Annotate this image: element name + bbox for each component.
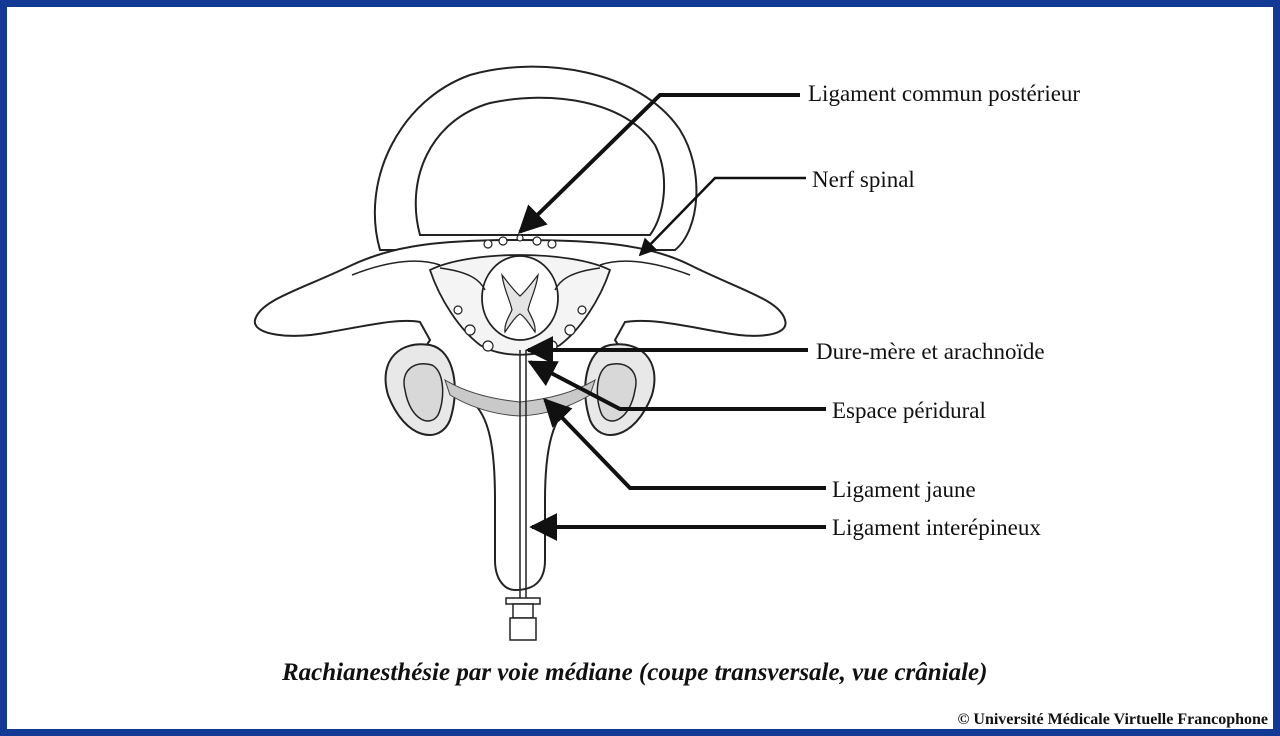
label-nerf-spinal: Nerf spinal (812, 168, 915, 191)
label-ligament-commun-posterieur: Ligament commun postérieur (808, 82, 1080, 105)
vertebral-body (375, 67, 697, 250)
figure-caption: Rachianesthésie par voie médiane (coupe … (282, 660, 987, 685)
label-ligament-jaune: Ligament jaune (832, 478, 976, 501)
label-dure-mere: Dure-mère et arachnoïde (816, 340, 1045, 363)
label-espace-peridural: Espace péridural (832, 399, 986, 422)
copyright-notice: © Université Médicale Virtuelle Francoph… (957, 712, 1268, 728)
label-ligament-interepineux: Ligament interépineux (832, 516, 1041, 539)
